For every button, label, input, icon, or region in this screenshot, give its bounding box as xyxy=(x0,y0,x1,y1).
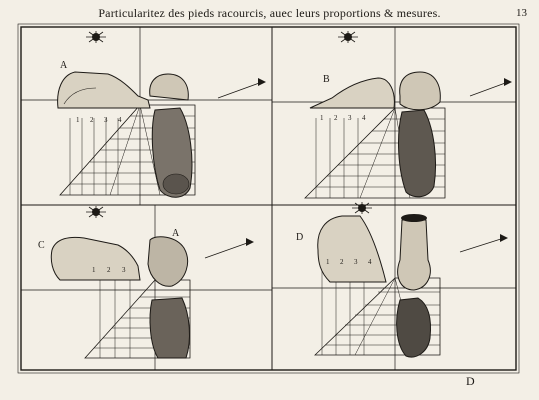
figure-label: 2 xyxy=(107,266,111,274)
figure-d-letter: D xyxy=(296,232,303,243)
figure-label: 4 xyxy=(362,114,366,122)
figure-label: 4 xyxy=(368,258,372,266)
figure-label: 1 xyxy=(320,114,324,122)
figure-label: 2 xyxy=(340,258,344,266)
figure-label: 1 xyxy=(92,266,96,274)
figure-label: 4 xyxy=(118,116,122,124)
figure-label: 1 xyxy=(76,116,80,124)
plate-frame xyxy=(20,26,517,371)
sun-icon xyxy=(338,31,358,43)
figure-c: C A 1 2 3 xyxy=(21,205,272,370)
figure-label: 3 xyxy=(354,258,358,266)
figure-c-letter: C xyxy=(38,240,45,251)
page-number: 13 xyxy=(516,7,527,19)
figure-d: D 1 2 3 4 xyxy=(272,202,516,370)
sun-icon xyxy=(86,206,106,218)
page-title: Particularitez des pieds racourcis, auec… xyxy=(98,6,441,20)
figure-a: A 1 2 3 4 xyxy=(21,27,272,205)
figure-label: 3 xyxy=(122,266,126,274)
signature-mark: D xyxy=(466,374,475,388)
figure-b: B 1 2 3 4 xyxy=(272,27,516,205)
figure-label: 2 xyxy=(90,116,94,124)
figure-label: 1 xyxy=(326,258,330,266)
svg-text:A: A xyxy=(172,228,180,239)
figure-label: 3 xyxy=(348,114,352,122)
figure-label: 2 xyxy=(334,114,338,122)
figure-b-letter: B xyxy=(323,74,330,85)
figure-a-letter: A xyxy=(60,60,68,71)
figure-label: 3 xyxy=(104,116,108,124)
sun-icon xyxy=(86,31,106,43)
sun-icon xyxy=(352,202,372,214)
